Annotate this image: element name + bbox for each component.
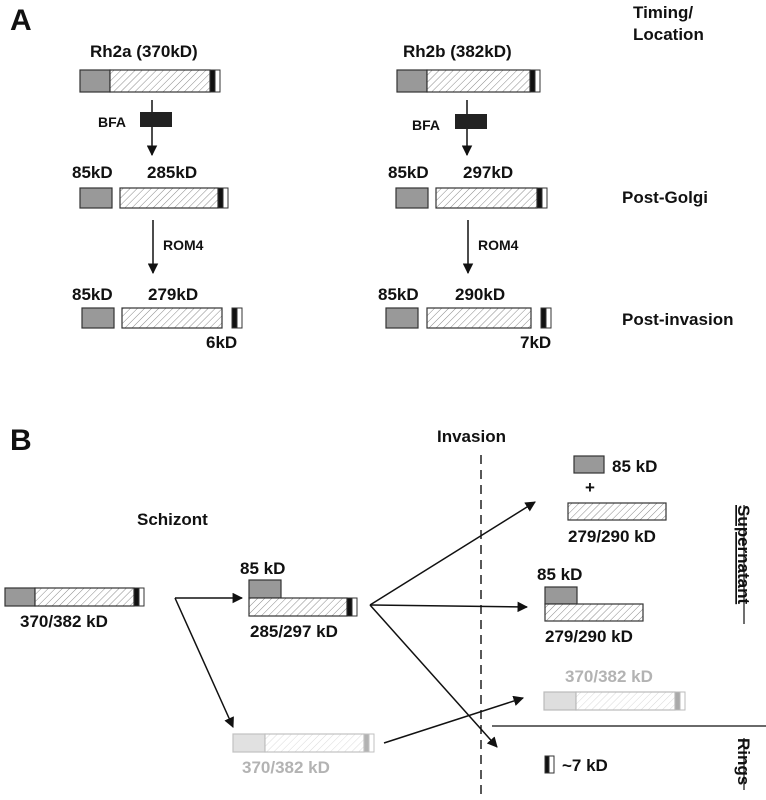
rh2b-bfa-label: BFA [412,117,440,133]
sup1-plus: + [585,478,595,497]
schizont-full-protein [4,587,145,607]
rh2b-postgolgi-n-label: 85kD [388,163,429,182]
panel-a-letter: A [10,4,32,37]
unprocessed-ghost-protein [232,733,375,753]
rh2b-postgolgi-c-label: 297kD [463,163,513,182]
panel-b-letter: B [10,424,32,457]
rh2a-postgolgi-fragments [79,187,229,209]
arrow-to-associated [369,601,529,613]
rh2a-bfa-block [140,112,172,127]
rh2a-postinv-c-label: 279kD [148,285,198,304]
rh2b-postinv-n-label: 85kD [378,285,419,304]
sup1-n-fragment [573,455,605,474]
rh2b-full-protein [396,69,541,93]
arrow-to-separated [369,501,536,606]
sup2-c-label: 279/290 kD [545,627,633,646]
sup1-c-fragment [567,502,667,521]
sup1-c-label: 279/290 kD [568,527,656,546]
sup3-label: 370/382 kD [565,667,653,686]
arrow-ghost-to-supernatant [383,695,524,744]
rh2b-title: Rh2b (382kD) [403,42,512,61]
rh2b-tail-label: 7kD [520,333,551,352]
rings-tail-label: ~7 kD [562,756,608,775]
processed-c-label: 285/297 kD [250,622,338,641]
timing-label-line1: Timing/ [633,3,693,22]
stage-post-invasion: Post-invasion [622,310,733,329]
rh2b-bfa-block [455,114,487,129]
rh2a-bfa-label: BFA [98,114,126,130]
rh2a-tail-label: 6kD [206,333,237,352]
rings-tail-fragment [544,755,555,774]
rh2b-rom4-label: ROM4 [478,237,519,253]
processed-protein [248,579,358,617]
unprocessed-ghost-label: 370/382 kD [242,758,330,777]
stage-post-golgi: Post-Golgi [622,188,708,207]
rh2a-postinv-n-label: 85kD [72,285,113,304]
sup2-n-label: 85 kD [537,565,582,584]
rh2a-postgolgi-n-label: 85kD [72,163,113,182]
sup3-ghost-protein [543,691,686,711]
sup1-n-label: 85 kD [612,457,657,476]
invasion-label: Invasion [437,427,506,446]
arrow-to-rings-tail [369,604,498,748]
timing-label-line2: Location [633,25,704,44]
rh2a-postgolgi-c-label: 285kD [147,163,197,182]
rh2a-full-protein [79,69,221,93]
rh2b-postinv-c-label: 290kD [455,285,505,304]
rh2b-postinvasion-fragments [385,307,552,329]
rh2a-postinvasion-fragments [81,307,243,329]
rh2a-rom4-label: ROM4 [163,237,204,253]
schizont-full-label: 370/382 kD [20,612,108,631]
schizont-label: Schizont [137,510,208,529]
rh2b-postgolgi-fragments [395,187,548,209]
sup2-complex [544,586,644,622]
rh2a-title: Rh2a (370kD) [90,42,198,61]
processed-n-label: 85 kD [240,559,285,578]
arrow-to-unprocessed [174,597,234,728]
